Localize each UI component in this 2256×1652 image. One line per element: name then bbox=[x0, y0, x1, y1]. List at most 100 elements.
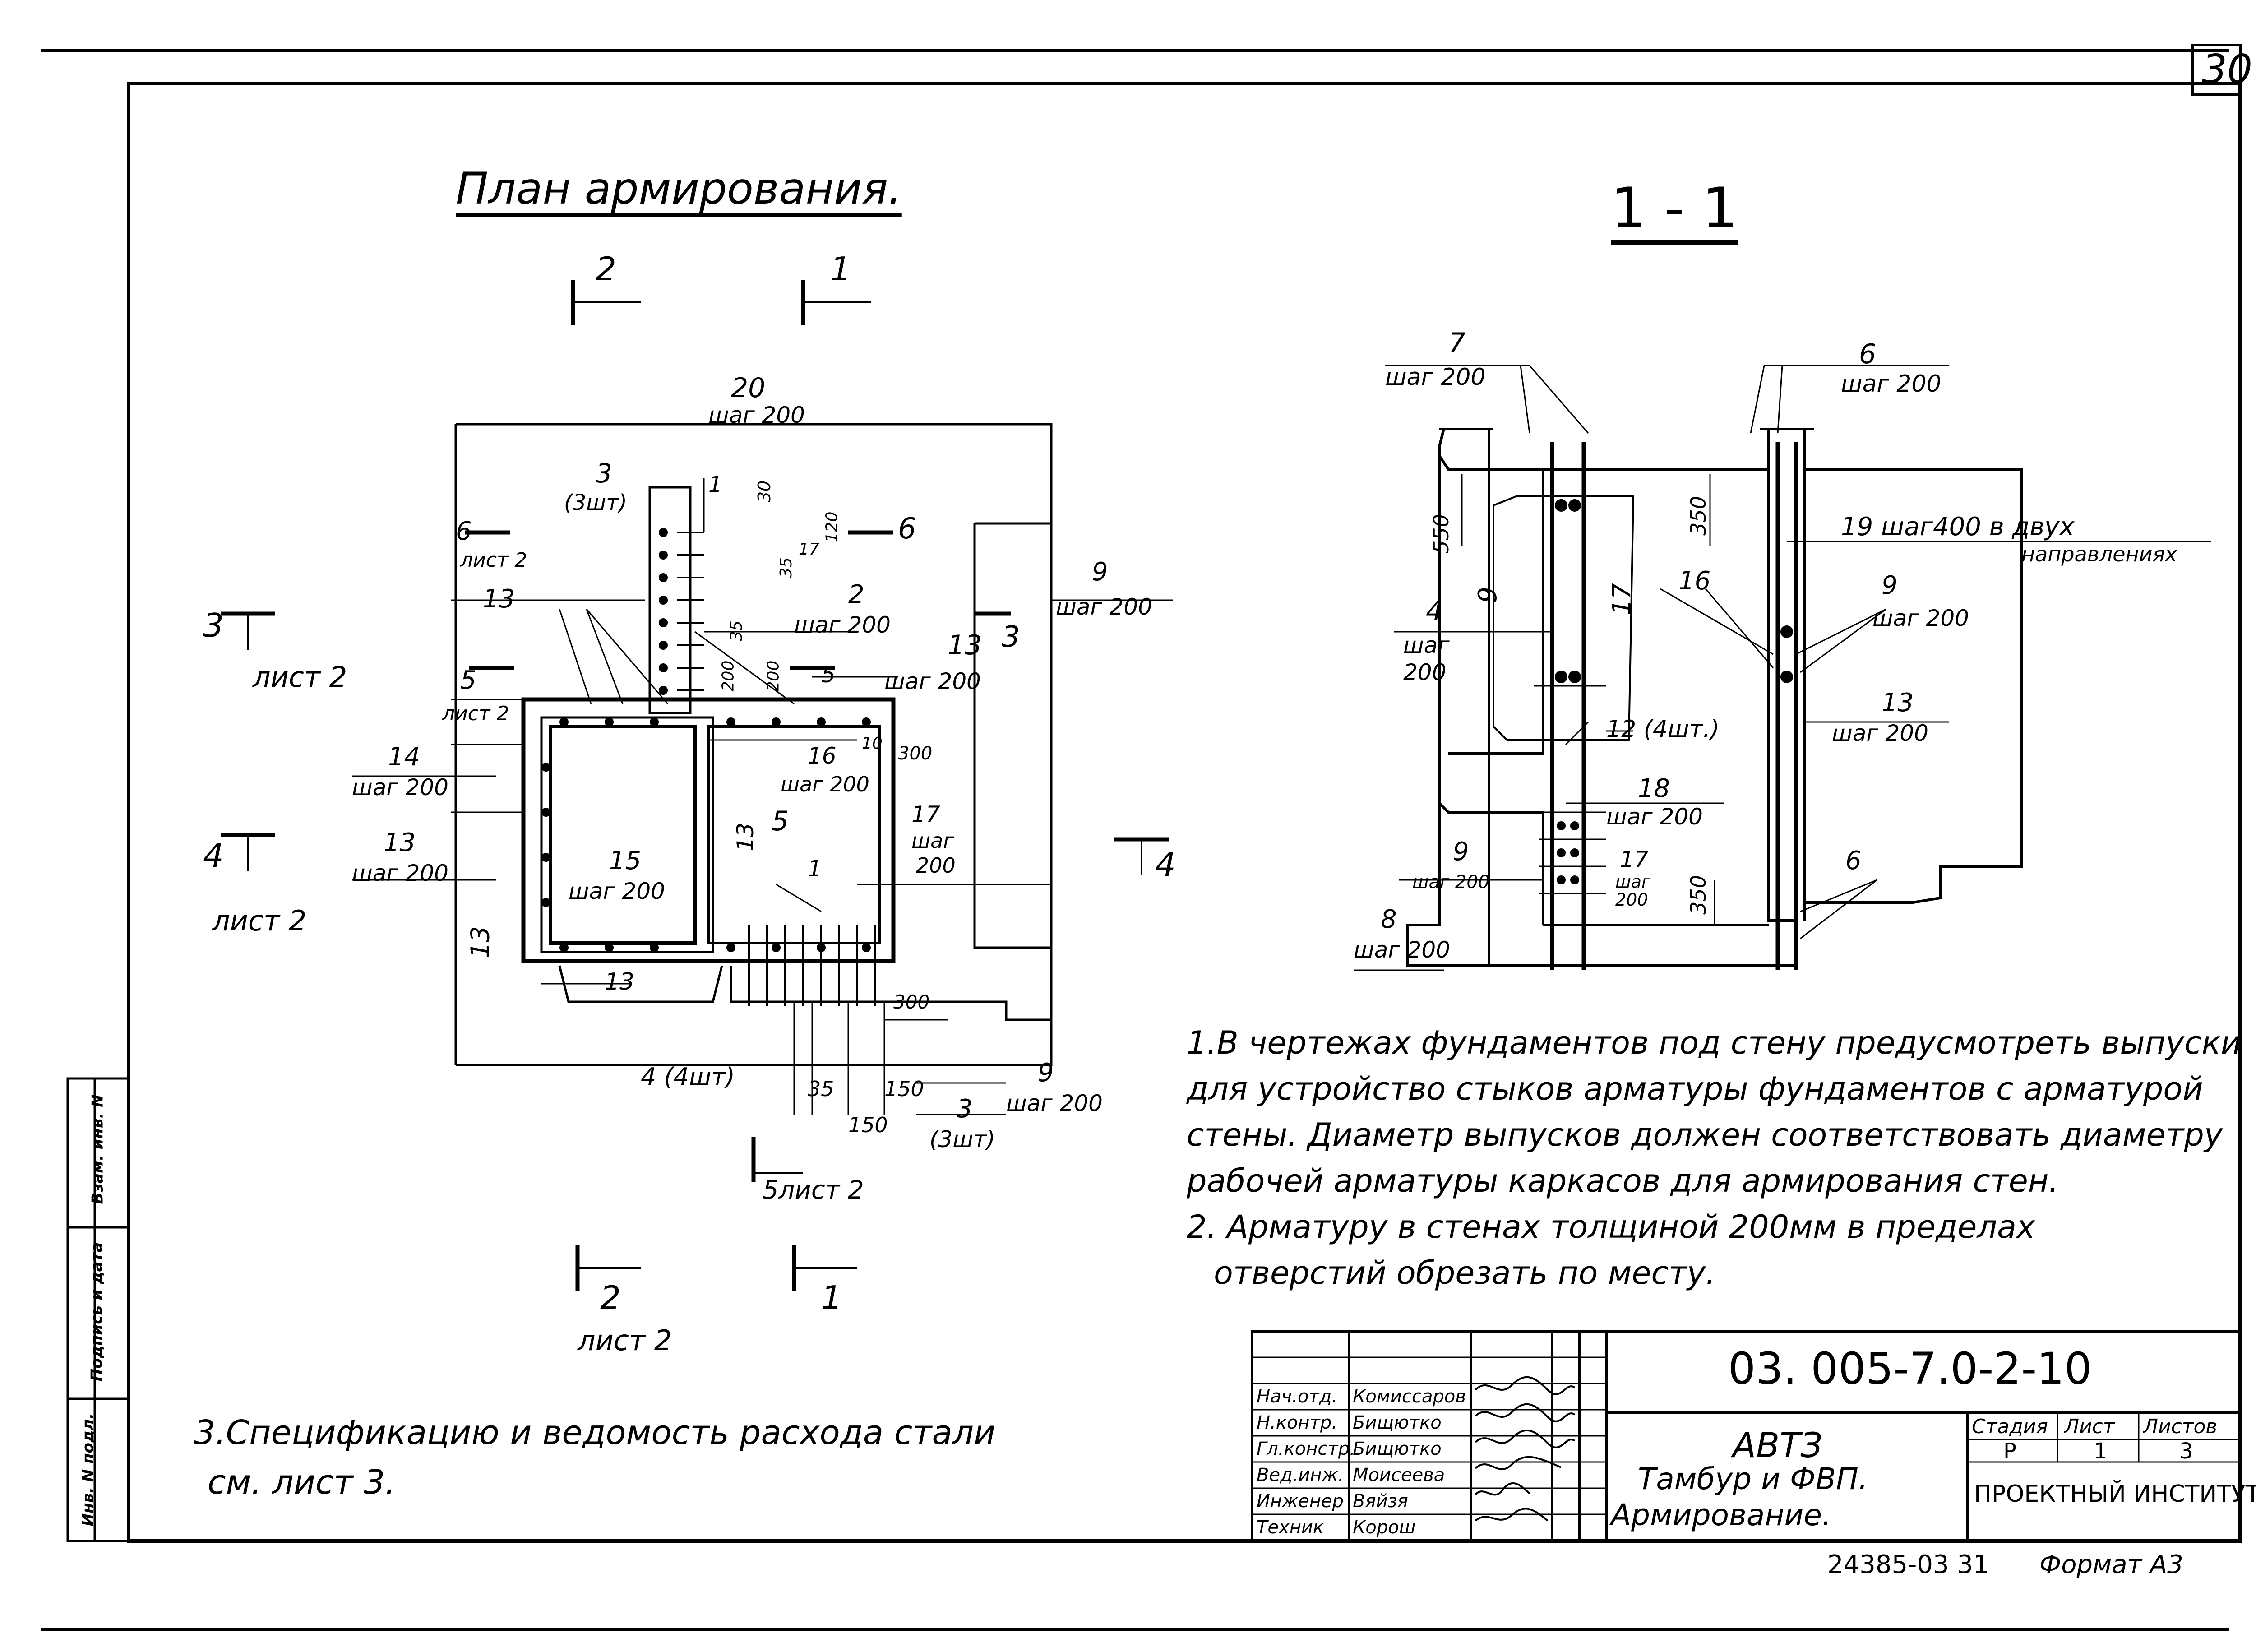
section-mark-5-inner: 5 bbox=[772, 805, 789, 837]
dim-35-mid: 35 bbox=[727, 620, 746, 641]
section-mark-6-left: 6 bbox=[456, 517, 472, 546]
pos-15-step: шаг 200 bbox=[569, 878, 665, 904]
sec-pos-6: 6 bbox=[1859, 338, 1877, 370]
page-number: 30 bbox=[2202, 46, 2252, 93]
section-mark-5-left: 5 bbox=[460, 666, 476, 695]
pos-14-step: шаг 200 bbox=[352, 774, 448, 801]
note-line: 1.В чертежах фундаментов под стену преду… bbox=[1187, 1024, 2242, 1061]
section-mark-2-sheet: лист 2 bbox=[578, 1324, 672, 1357]
sec-pos-8: 8 bbox=[1381, 905, 1397, 934]
sec-pos-17-lower-step-value: 200 bbox=[1615, 890, 1648, 910]
dim-35-top: 35 bbox=[777, 557, 795, 578]
drawing-frame bbox=[127, 82, 2242, 1543]
staff-role: Вед.инж. bbox=[1257, 1465, 1344, 1485]
side-stamp-signature-date: Подпись и дата bbox=[88, 1242, 106, 1382]
sec-pos-18: 18 bbox=[1638, 774, 1670, 803]
dim-35: 35 bbox=[808, 1077, 834, 1101]
dim-200-a: 200 bbox=[719, 660, 738, 692]
section-mark-3: 3 bbox=[203, 606, 224, 644]
sec-pos-17-vertical: 17 bbox=[1607, 583, 1637, 615]
sec-pos-13: 13 bbox=[1882, 688, 1914, 717]
section-mark-5-mid: 5 bbox=[821, 662, 836, 688]
staff-name: Корош bbox=[1353, 1517, 1416, 1538]
dim-120: 120 bbox=[823, 511, 841, 543]
section-mark-5-sheet: лист 2 bbox=[442, 702, 509, 725]
sec-dim-350-bottom: 350 bbox=[1686, 875, 1710, 915]
note-line: 2. Арматуру в стенах толщиной 200мм в пр… bbox=[1187, 1208, 2035, 1245]
page-number-box bbox=[2191, 44, 2242, 96]
note-line: рабочей арматуры каркасов для армировани… bbox=[1187, 1162, 2059, 1199]
dim-10: 10 bbox=[862, 734, 883, 753]
document-code: 03. 005-7.0-2-10 bbox=[1728, 1343, 2092, 1394]
sec-pos-19: 19 шаг400 в двух bbox=[1841, 512, 2075, 541]
plan-view bbox=[221, 280, 1173, 1291]
section-view bbox=[1354, 365, 2211, 971]
organization-name: ПРОЕКТНЫЙ ИНСТИТУТ N 1 bbox=[1974, 1481, 2256, 1508]
pos-13-left: 13 bbox=[384, 828, 416, 857]
pos-9-bottom: 9 bbox=[1038, 1058, 1054, 1087]
pos-13-bottom: 13 bbox=[605, 968, 635, 995]
sec-pos-12: 12 (4шт.) bbox=[1606, 716, 1720, 743]
side-stamp-replace-inv: Взам. инв. N bbox=[88, 1094, 107, 1204]
sec-pos-18-step: шаг 200 bbox=[1606, 804, 1703, 830]
project-name: АВТЗ bbox=[1733, 1425, 1823, 1465]
section-mark-1-top: 1 bbox=[830, 250, 851, 288]
pos-13-top: 13 bbox=[483, 584, 515, 614]
note-line: отверстий обрезать по месту. bbox=[1214, 1254, 1716, 1291]
pos-3-bottom-qty: (3шт) bbox=[929, 1126, 995, 1152]
section-mark-4: 4 bbox=[203, 837, 224, 875]
spec-note: 3.Спецификацию и ведомость расхода стали… bbox=[194, 1408, 995, 1507]
staff-name: Бищютко bbox=[1353, 1412, 1442, 1433]
signature-scribbles bbox=[1475, 1376, 1576, 1522]
pos-20: 20 bbox=[731, 372, 766, 404]
note-line: 3.Спецификацию и ведомость расхода стали bbox=[194, 1413, 996, 1452]
sec-pos-19-directions: направлениях bbox=[2021, 542, 2177, 566]
sheets-total-header: Листов bbox=[2143, 1415, 2218, 1438]
section-mark-3-sheet: лист 2 bbox=[253, 661, 347, 694]
sec-pos-7-step: шаг 200 bbox=[1385, 364, 1486, 391]
staff-role: Гл.констр. bbox=[1257, 1439, 1355, 1459]
pos-3-qty: (3шт) bbox=[564, 490, 627, 515]
pos-2-step: шаг 200 bbox=[794, 612, 891, 638]
plan-title: План армирования. bbox=[456, 163, 902, 214]
title-block bbox=[1251, 1330, 2242, 1542]
drawing-subject: Тамбур и ФВП. bbox=[1638, 1462, 1868, 1496]
staff-name: Моисеева bbox=[1353, 1465, 1445, 1485]
pos-4: 4 (4шт) bbox=[641, 1063, 735, 1091]
pos-15: 15 bbox=[609, 846, 642, 875]
staff-role: Техник bbox=[1257, 1517, 1324, 1538]
pos-16: 16 bbox=[808, 743, 837, 769]
pos-3-bottom: 3 bbox=[957, 1094, 973, 1124]
drawing-content: Армирование. bbox=[1611, 1498, 1831, 1532]
pos-17-step-value: 200 bbox=[916, 853, 956, 878]
sec-pos-16: 16 bbox=[1678, 566, 1711, 596]
side-stamp-orig-inv: Инв. N подл. bbox=[79, 1413, 97, 1527]
stage-header: Стадия bbox=[1972, 1415, 2048, 1438]
section-mark-5-bottom: 5лист 2 bbox=[763, 1175, 864, 1205]
staff-name: Комиссаров bbox=[1353, 1386, 1466, 1407]
dim-150-bottom: 150 bbox=[848, 1113, 888, 1137]
section-mark-2-bottom: 2 bbox=[600, 1279, 621, 1317]
note-line: для устройство стыков арматуры фундамент… bbox=[1187, 1070, 2203, 1107]
sec-pos-17-lower: 17 bbox=[1620, 847, 1649, 873]
sec-pos-9-lower-step: шаг 200 bbox=[1412, 872, 1490, 893]
sheet-value: 1 bbox=[2094, 1439, 2108, 1464]
section-mark-1-bottom: 1 bbox=[821, 1279, 842, 1317]
sec-pos-4-step: шаг bbox=[1403, 632, 1450, 658]
pos-16-step: шаг 200 bbox=[781, 772, 869, 796]
staff-name: Бищютко bbox=[1353, 1439, 1442, 1459]
pos-14: 14 bbox=[388, 742, 421, 772]
pos-9-step: шаг 200 bbox=[1056, 594, 1152, 620]
stage-value: Р bbox=[2003, 1439, 2016, 1464]
dim-300-right: 300 bbox=[898, 743, 933, 764]
pos-17-step: шаг bbox=[911, 828, 954, 853]
section-mark-6-right: 6 bbox=[898, 512, 916, 546]
sec-pos-9-lower: 9 bbox=[1453, 837, 1469, 866]
footer-number: 24385-03 31 bbox=[1827, 1550, 1989, 1579]
dim-200-b: 200 bbox=[764, 660, 783, 692]
staff-role: Нач.отд. bbox=[1257, 1386, 1338, 1407]
pos-2: 2 bbox=[848, 580, 864, 609]
sec-dim-350-top: 350 bbox=[1686, 496, 1710, 536]
pos-20-step: шаг 200 bbox=[708, 402, 805, 428]
pos-3: 3 bbox=[596, 458, 612, 489]
